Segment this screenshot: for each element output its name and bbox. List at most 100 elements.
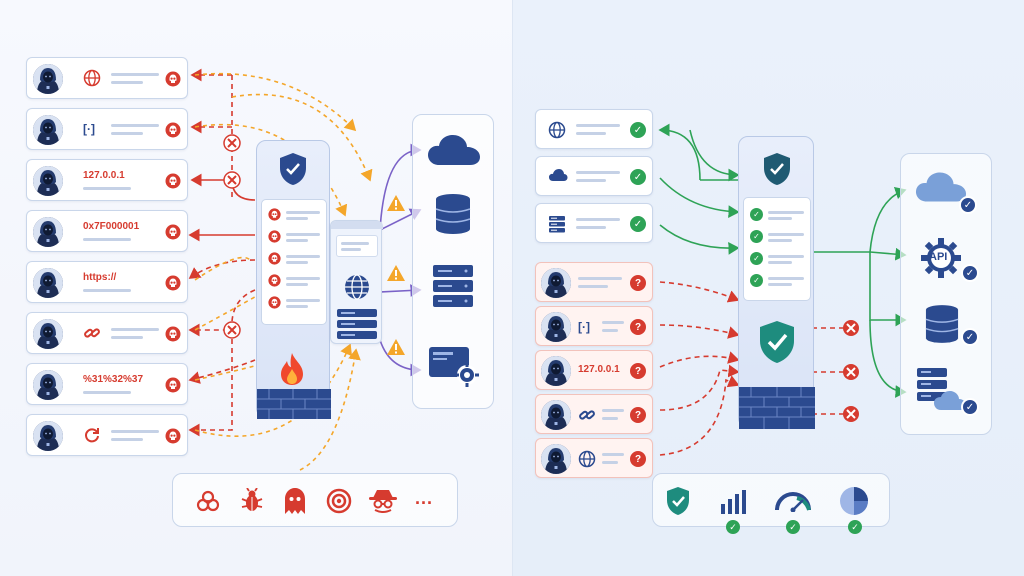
text-placeholder-line (768, 255, 804, 258)
hacker-avatar-icon (541, 356, 571, 386)
attack-payload-text: [·] (83, 122, 95, 136)
text-placeholder-line (111, 328, 159, 331)
server-icon (337, 309, 377, 339)
globe-icon (548, 121, 566, 144)
check-badge: ✓ (630, 169, 646, 185)
resource-database: ✓ (925, 304, 985, 354)
blocked-attack-card: [·]? (535, 306, 653, 346)
text-placeholder-line (111, 124, 159, 127)
text-placeholder-line (768, 261, 792, 264)
text-placeholder-line (576, 132, 606, 135)
attack-request-card: 0x7F000001 (26, 210, 188, 252)
allow-check-icon: ✓ (750, 208, 763, 221)
attack-request-card: [·] (26, 108, 188, 150)
suspicious-question-badge: ? (630, 407, 646, 423)
text-placeholder-line (576, 171, 620, 174)
refresh-icon (85, 428, 99, 443)
metric-check-badge: ✓ (786, 520, 800, 534)
blocked-attack-card: ? (535, 438, 653, 478)
biohazard-icon (196, 490, 220, 512)
attacker-avatar (541, 400, 571, 430)
text-placeholder-line (768, 283, 792, 286)
skull-icon (165, 428, 181, 449)
allow-check-icon: ✓ (750, 230, 763, 243)
attacker-avatar (33, 268, 63, 298)
allow-check-icon: ✓ (750, 274, 763, 287)
text-placeholder-line (768, 217, 792, 220)
server-icon (549, 216, 565, 233)
skull-icon (268, 252, 281, 270)
hacker-avatar-icon (33, 421, 63, 451)
database-icon (925, 305, 959, 343)
brick-wall-icon (739, 387, 815, 429)
attacker-avatar (33, 421, 63, 451)
api-label: API (929, 251, 948, 263)
skull-icon (268, 208, 281, 226)
blocked-attack-card: 127.0.0.1? (535, 350, 653, 390)
globe-icon (83, 69, 101, 87)
metrics-tray (652, 473, 890, 527)
text-placeholder-line (286, 277, 320, 280)
hacker-avatar-icon (541, 444, 571, 474)
block-x-icon (843, 364, 859, 380)
text-placeholder-line (602, 329, 618, 332)
attacker-avatar (33, 217, 63, 247)
bar-chart-icon (721, 490, 746, 514)
block-x-icon (223, 134, 241, 152)
warning-icon (387, 265, 405, 281)
suspicious-question-badge: ? (630, 319, 646, 335)
hacker-avatar-icon (33, 217, 63, 247)
attack-request-card (26, 414, 188, 456)
text-placeholder-line (83, 238, 131, 241)
cloud-icon (915, 172, 967, 202)
text-placeholder-line (286, 305, 308, 308)
skull-icon (268, 252, 281, 265)
text-placeholder-line (111, 132, 143, 135)
check-badge: ✓ (961, 264, 979, 282)
metric-check-badge: ✓ (726, 520, 740, 534)
text-placeholder-line (768, 211, 804, 214)
hacker-avatar-icon (33, 319, 63, 349)
link-icon (578, 406, 596, 429)
fire-icon (281, 353, 303, 385)
ghost-icon (285, 488, 305, 514)
attacker-avatar (541, 268, 571, 298)
text-placeholder-line (286, 261, 308, 264)
admin-console-gear-icon (429, 347, 479, 387)
text-placeholder-line (83, 289, 131, 292)
skull-icon (165, 122, 181, 138)
warning-icon (387, 195, 405, 211)
attack-request-card: https:// (26, 261, 188, 303)
check-badge: ✓ (630, 122, 646, 138)
attacker-avatar (541, 444, 571, 474)
resource-server-cloud: ✓ (917, 368, 987, 422)
text-placeholder-line (578, 277, 622, 280)
text-placeholder-line (286, 233, 320, 236)
text-placeholder-line (286, 283, 308, 286)
web-server-window (330, 220, 383, 344)
globe-icon (578, 450, 596, 473)
text-placeholder-line (602, 321, 624, 324)
api-gear-icon (921, 238, 961, 278)
skull-icon (165, 224, 181, 245)
hacker-avatar-icon (33, 64, 63, 94)
check-badge: ✓ (961, 328, 979, 346)
link-icon (83, 324, 101, 347)
hacker-avatar-icon (33, 166, 63, 196)
refresh-icon (83, 426, 101, 449)
brick-wall-icon (257, 389, 331, 419)
skull-icon (165, 377, 181, 398)
globe-icon (578, 450, 596, 468)
attack-payload-text: %31%32%37 (83, 374, 144, 385)
hacker-avatar-icon (33, 115, 63, 145)
skull-icon (165, 173, 181, 189)
shield-icon (280, 153, 306, 185)
attacker-avatar (541, 356, 571, 386)
attacker-avatar (33, 166, 63, 196)
text-placeholder-line (286, 217, 308, 220)
text-placeholder-line (111, 438, 143, 441)
block-x-icon (843, 406, 859, 422)
text-placeholder-line (286, 211, 320, 214)
attacker-avatar (33, 115, 63, 145)
hacker-avatar-icon (541, 400, 571, 430)
